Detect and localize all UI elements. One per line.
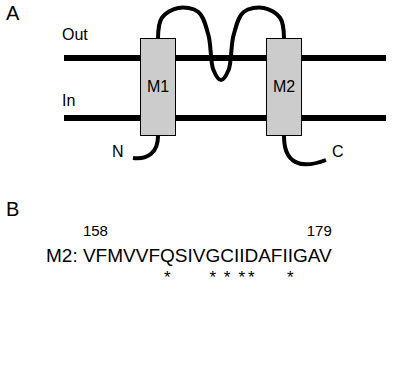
segment-label: M2	[273, 78, 295, 96]
sequence-text: M2: VFMVVFQSIVGCIIDAFIIGAV	[46, 245, 332, 267]
panel-letter: A	[6, 2, 19, 25]
residue-marker: *	[248, 268, 255, 288]
residue-number: 179	[307, 222, 332, 239]
segment-label: M1	[147, 78, 169, 96]
n-terminus-tail	[133, 136, 158, 158]
terminus-label: N	[112, 143, 124, 161]
membrane-inner-line	[64, 115, 386, 121]
c-terminus-tail	[284, 136, 326, 164]
residue-marker: *	[239, 268, 246, 288]
residue-number: 158	[83, 222, 108, 239]
transmembrane-segment: M2	[266, 38, 302, 136]
side-label: Out	[62, 26, 88, 44]
residue-marker: *	[164, 268, 171, 288]
side-label: In	[62, 92, 75, 110]
transmembrane-segment: M1	[140, 38, 176, 136]
membrane-outer-line	[64, 55, 386, 61]
residue-marker: *	[287, 268, 294, 288]
residue-marker: *	[224, 268, 231, 288]
residue-marker: *	[209, 268, 216, 288]
terminus-label: C	[332, 143, 344, 161]
panel-letter: B	[6, 198, 19, 221]
